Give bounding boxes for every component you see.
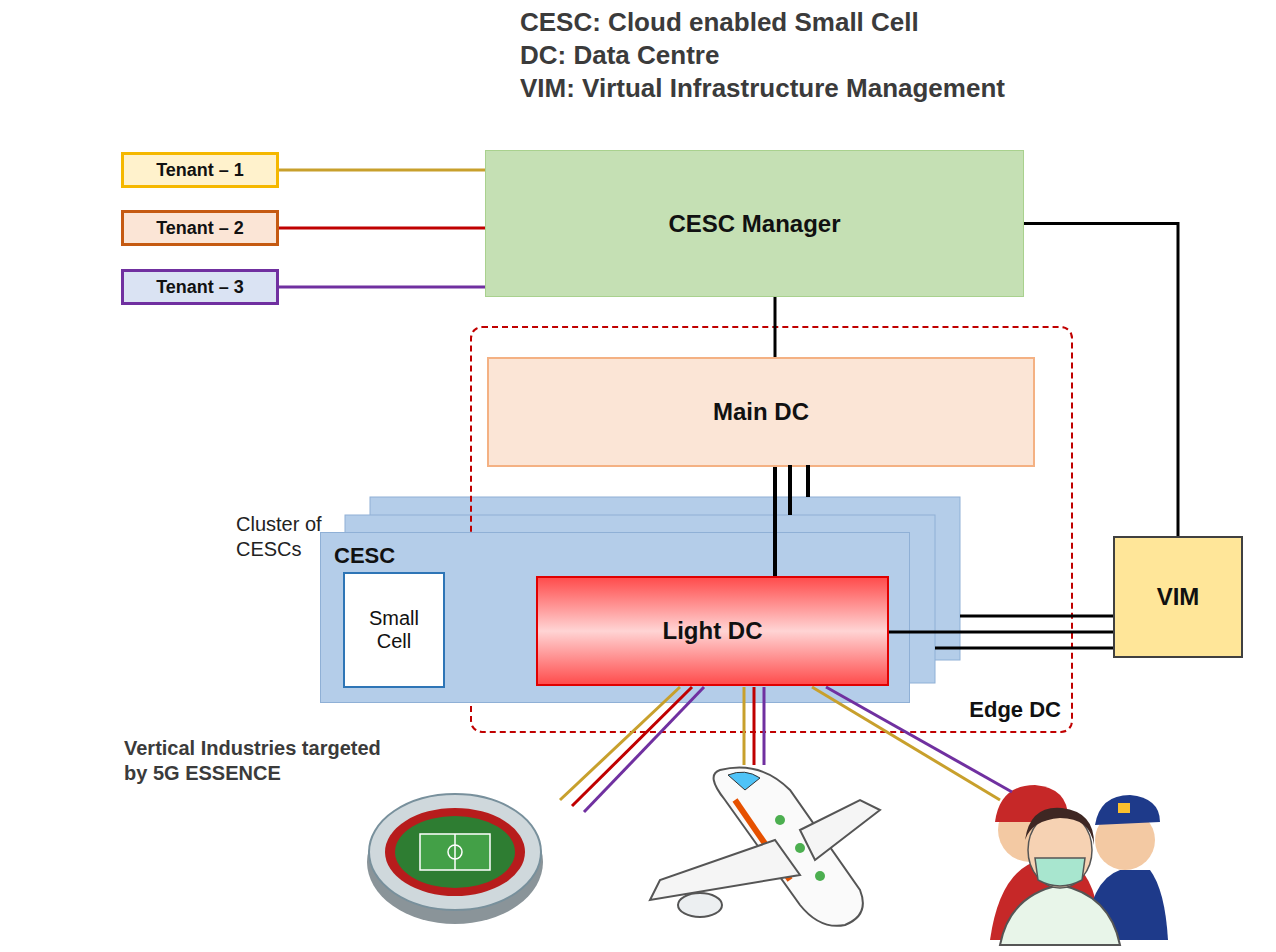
cluster-link — [935, 647, 1113, 650]
node-label: Tenant – 3 — [156, 277, 244, 298]
node-label: Small Cell — [351, 607, 437, 653]
legend-line: DC: Data Centre — [520, 39, 719, 72]
emergency-staff-icon — [990, 785, 1168, 945]
connector — [279, 227, 485, 230]
cluster-link — [806, 465, 810, 497]
stadium-icon — [367, 794, 543, 924]
cluster-link — [960, 615, 1113, 618]
node-label: Main DC — [713, 398, 809, 426]
connector — [774, 297, 777, 357]
node-label: Light DC — [663, 617, 763, 645]
manager-box: CESC Manager — [485, 150, 1024, 297]
main-dc-box: Main DC — [487, 357, 1035, 467]
node-label: CESC — [334, 543, 395, 569]
airplane-icon — [650, 768, 880, 926]
legend-line: VIM: Virtual Infrastructure Management — [520, 72, 1005, 105]
node-label: VIM — [1157, 583, 1200, 611]
node-label: Edge DC — [969, 697, 1061, 723]
node-label: CESC Manager — [668, 210, 840, 238]
connector — [279, 169, 485, 172]
light-dc-box: Light DC — [536, 576, 889, 686]
cluster-label: Cluster of CESCs — [236, 512, 336, 562]
node-label: Tenant – 1 — [156, 160, 244, 181]
vertical-industries-label: Vertical Industries targeted by 5G ESSEN… — [124, 736, 394, 786]
connector — [773, 467, 777, 576]
connector — [279, 286, 485, 289]
connector — [889, 631, 1113, 634]
vim-box: VIM — [1113, 536, 1243, 658]
cesc-box: CESC Small Cell Light DC — [320, 532, 910, 703]
small-cell-box: Small Cell — [343, 572, 445, 688]
tenant-box: Tenant – 1 — [121, 152, 279, 188]
tenant-box: Tenant – 2 — [121, 210, 279, 246]
tenant-box: Tenant – 3 — [121, 269, 279, 305]
tenant-service-lines — [560, 687, 1012, 812]
connector — [1024, 224, 1178, 537]
node-label: Tenant – 2 — [156, 218, 244, 239]
legend-line: CESC: Cloud enabled Small Cell — [520, 6, 919, 39]
cluster-link — [788, 465, 792, 515]
